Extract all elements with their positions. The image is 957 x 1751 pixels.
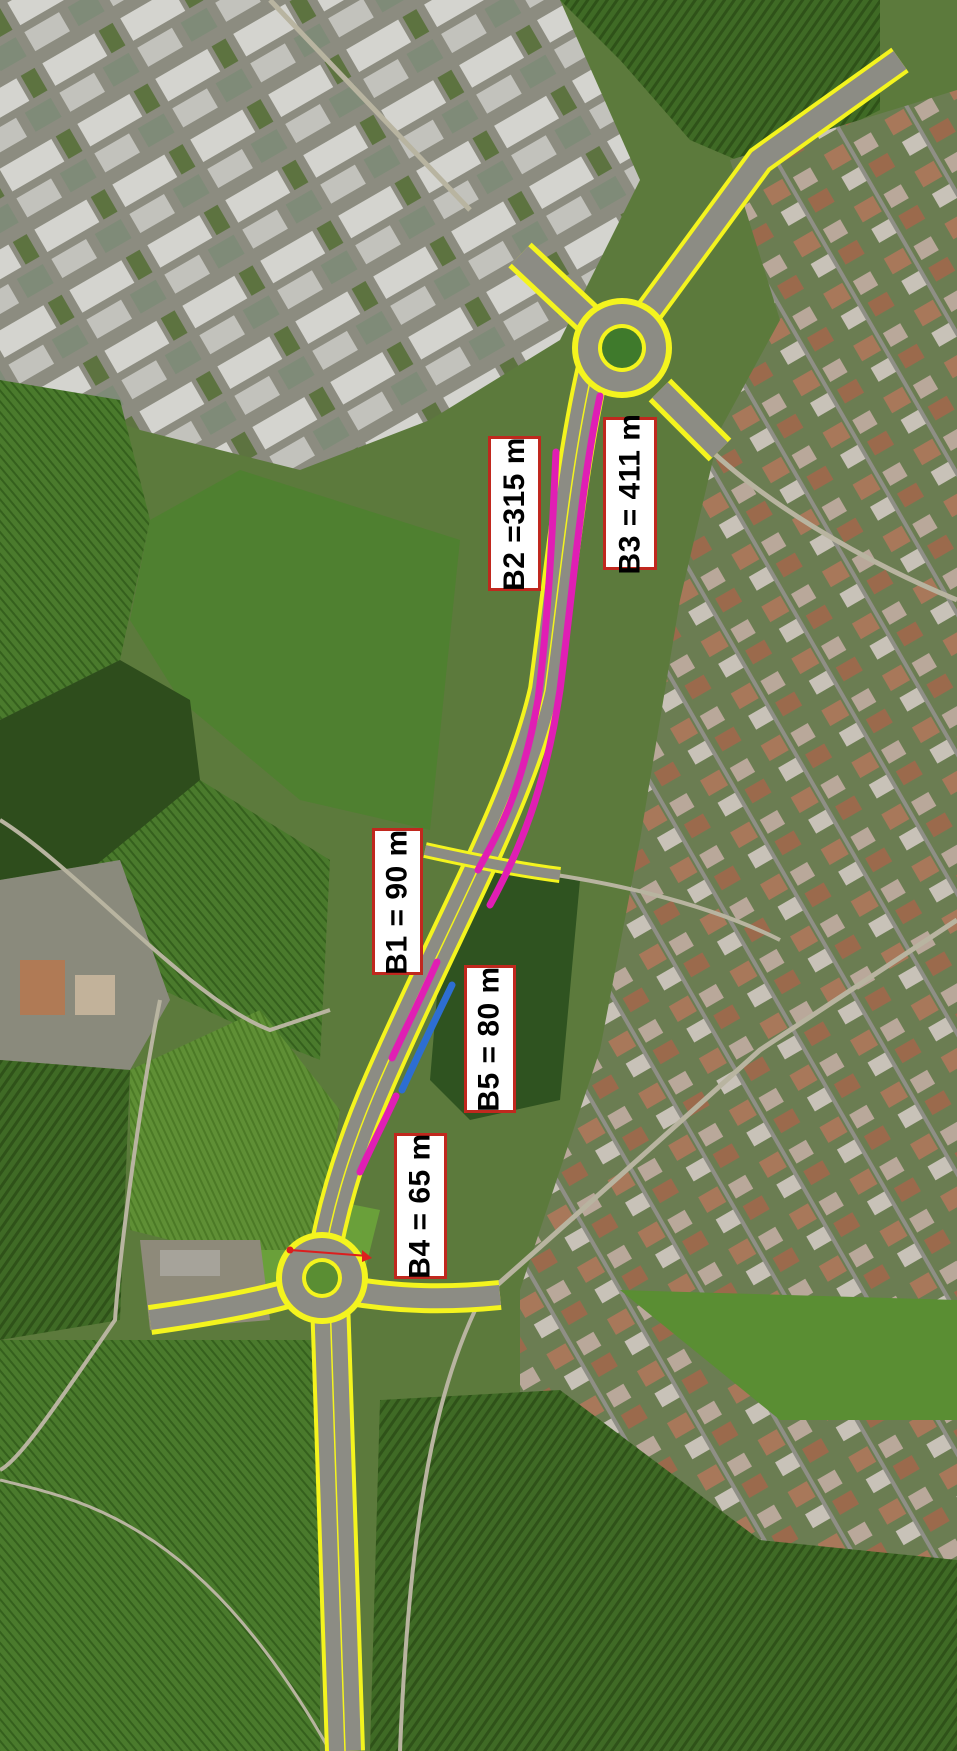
farm-buildings — [0, 860, 170, 1070]
section-marker-end — [362, 1250, 372, 1262]
side-junction — [423, 845, 561, 880]
orchard-field — [90, 780, 330, 1060]
roundabout-north-island — [602, 328, 642, 368]
main-road-surface — [641, 51, 907, 317]
segment-b4-line — [356, 1092, 400, 1176]
segment-label-b5-text: B5 = 80 m — [473, 966, 507, 1112]
orchard-field — [0, 1060, 130, 1340]
industrial-area — [0, 0, 640, 470]
local-road — [478, 917, 957, 1302]
segment-label-b2-text: B2 =315 m — [497, 436, 531, 591]
local-road — [0, 999, 162, 1472]
corn-field — [130, 1010, 340, 1250]
segment-label-b1: B1 = 90 m — [372, 828, 423, 975]
section-marker-start — [286, 1246, 294, 1254]
segment-label-b2: B2 =315 m — [488, 436, 541, 591]
field-south-east — [370, 1390, 957, 1751]
segment-label-b3-text: B3 = 411 m — [613, 413, 647, 574]
segment-b1-line — [388, 958, 441, 1062]
local-road — [268, 0, 472, 212]
roundabout-arm — [652, 382, 728, 458]
segment-label-b4: B4 = 65 m — [394, 1133, 447, 1279]
farm-roof — [20, 960, 65, 1015]
roundabout-south-island — [306, 1262, 338, 1294]
segment-label-b3: B3 = 411 m — [603, 413, 657, 574]
field — [130, 470, 460, 830]
residential-area — [520, 90, 957, 1500]
orchard-field — [0, 380, 150, 720]
segment-b2-line — [474, 448, 560, 874]
section-marker-line — [289, 1249, 369, 1257]
local-road — [0, 1478, 332, 1751]
segment-label-b5: B5 = 80 m — [464, 965, 516, 1113]
segment-b5-line — [398, 981, 456, 1094]
local-road — [398, 1299, 482, 1751]
segment-b3-line — [486, 392, 604, 909]
field-south-right — [620, 1290, 957, 1420]
segment-label-b1-text: B1 = 90 m — [380, 828, 414, 975]
farm-roof — [160, 1250, 220, 1276]
local-road — [0, 818, 331, 1033]
main-road-center-line — [329, 1299, 346, 1751]
farm-roof — [75, 975, 115, 1015]
roundabout-arm — [343, 1280, 501, 1309]
segment-label-b4-text: B4 = 65 m — [403, 1133, 437, 1279]
local-road — [698, 438, 957, 603]
